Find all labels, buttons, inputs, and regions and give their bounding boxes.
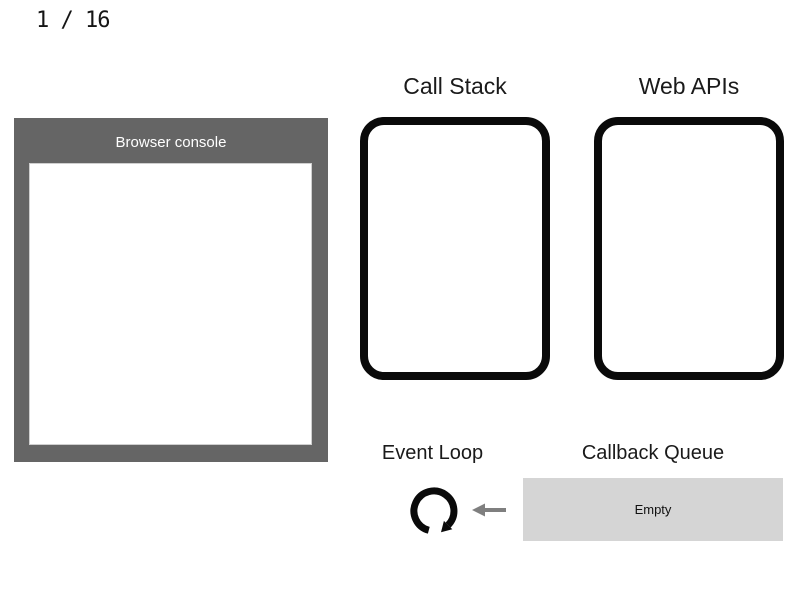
event-loop-icon xyxy=(410,487,458,534)
callback-queue-box: Empty xyxy=(523,478,783,541)
browser-console-title: Browser console xyxy=(115,134,227,151)
callback-queue-label: Callback Queue xyxy=(581,442,725,464)
web-apis-label: Web APIs xyxy=(638,73,740,99)
call-stack-label: Call Stack xyxy=(403,73,507,99)
event-loop-label: Event Loop xyxy=(381,442,484,464)
slide-counter: 1 / 16 xyxy=(36,8,110,33)
browser-console-output-area xyxy=(29,163,312,445)
call-stack-box xyxy=(360,117,550,380)
browser-console-panel: Browser console xyxy=(14,118,328,462)
left-arrow-icon xyxy=(472,503,506,517)
web-apis-box xyxy=(594,117,784,380)
callback-queue-status: Empty xyxy=(634,502,672,517)
